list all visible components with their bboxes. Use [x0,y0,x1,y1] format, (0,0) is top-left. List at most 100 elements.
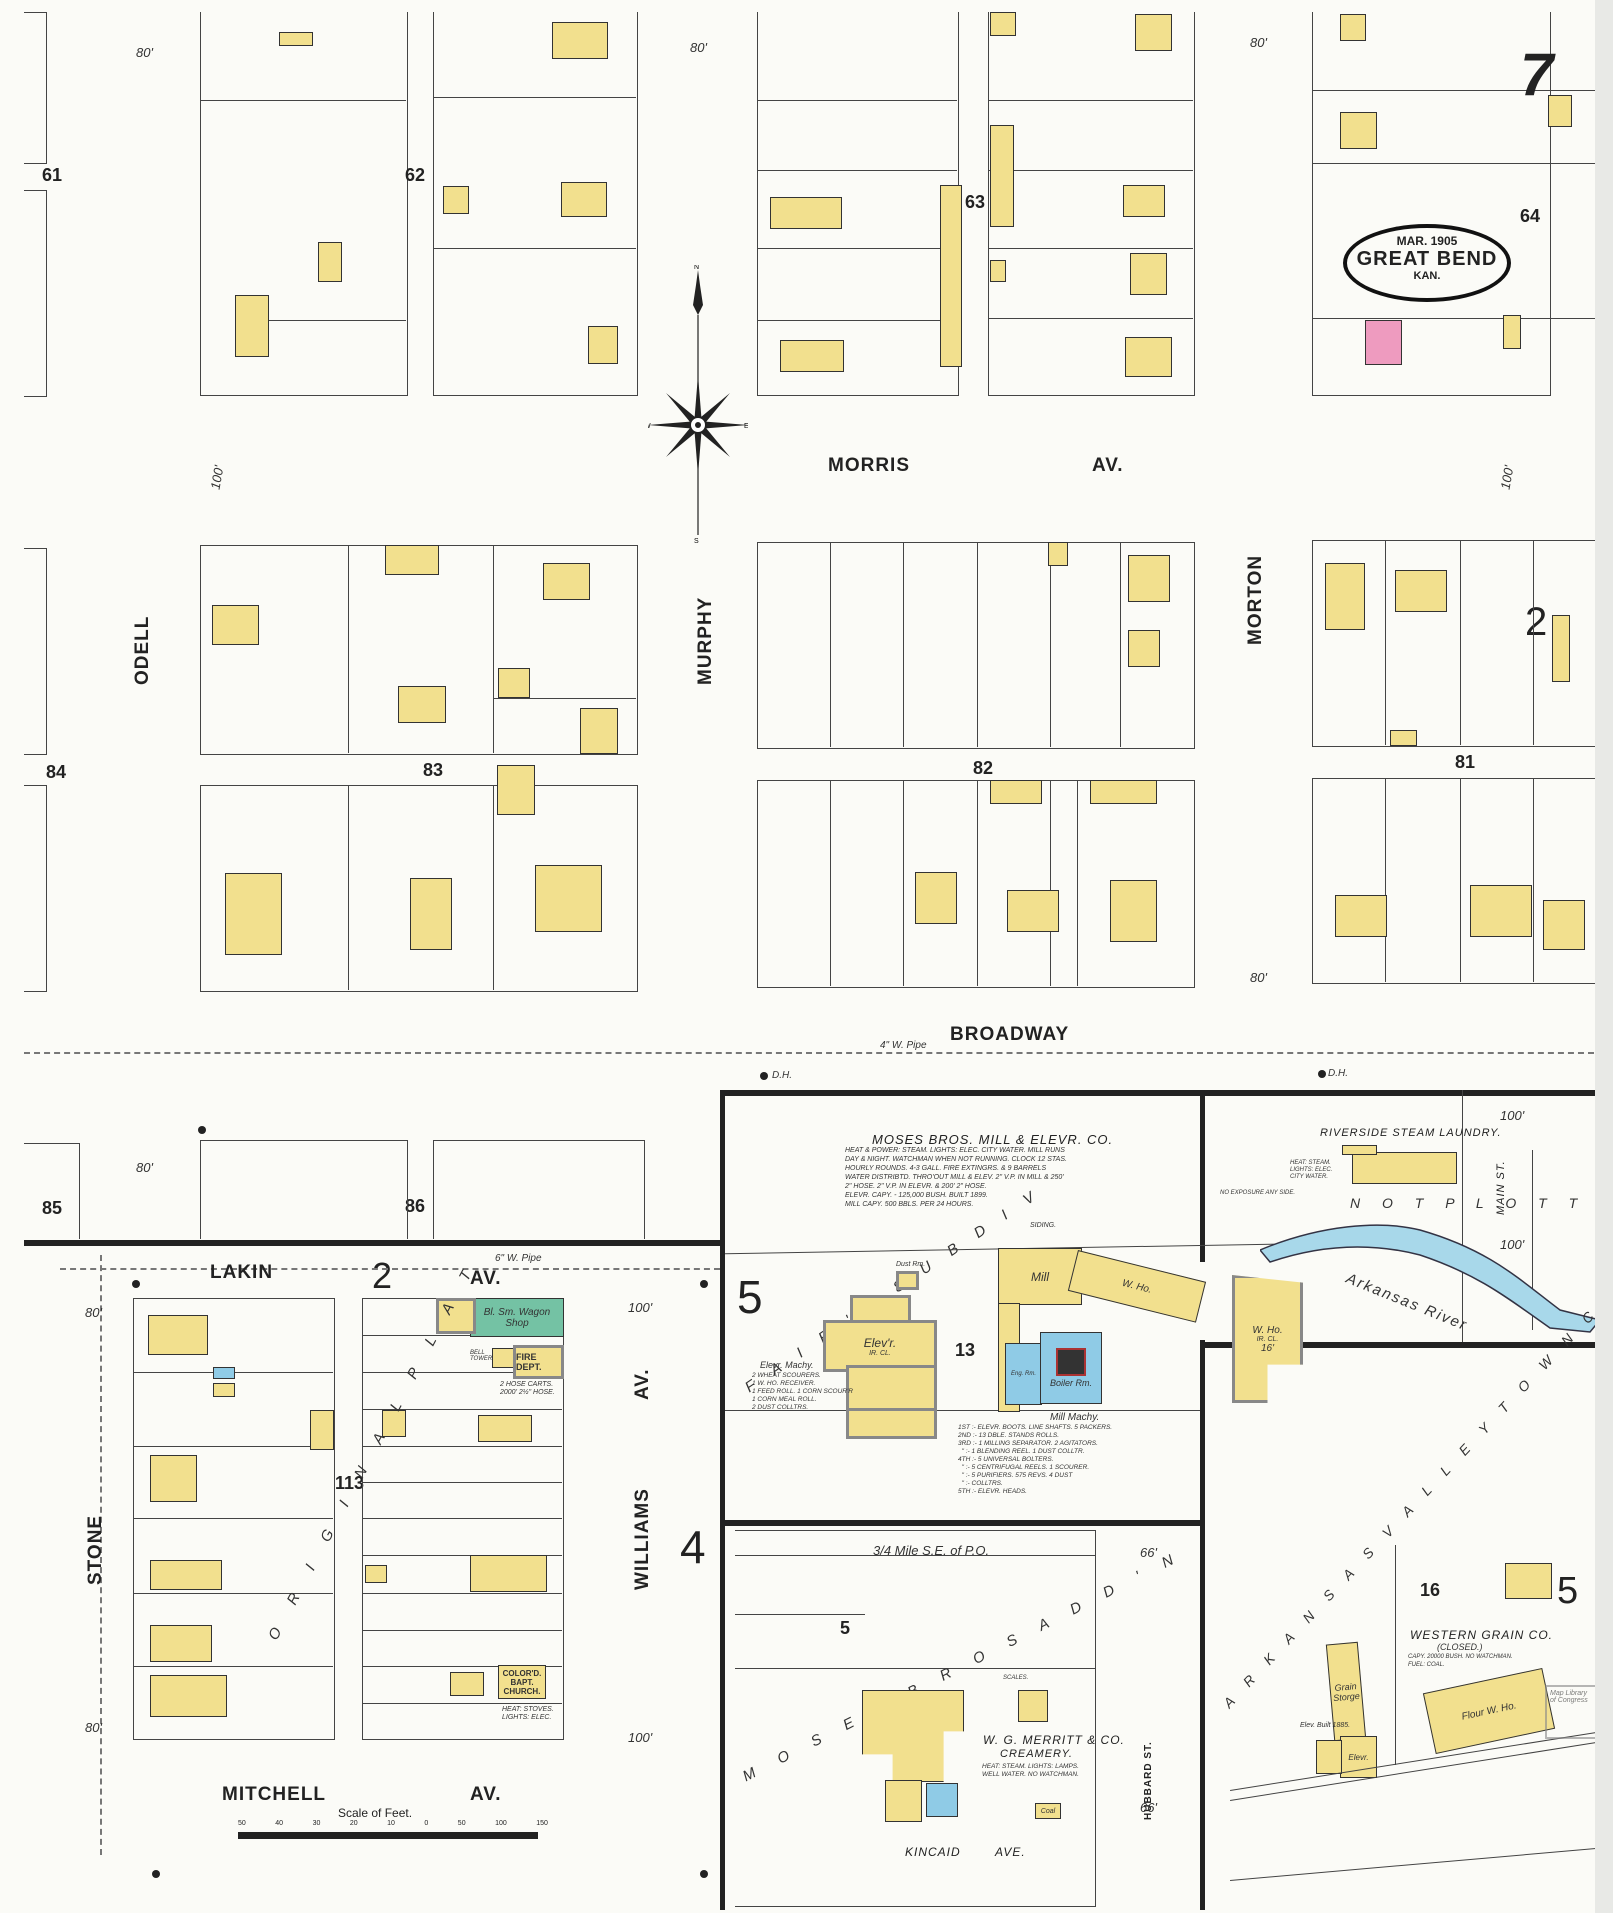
dwelling [1325,563,1365,630]
creamery-notes: Heat: Steam. Lights: Lamps. Well Water. … [982,1763,1079,1778]
dwelling [580,708,618,754]
block-61 [200,12,408,396]
dwelling [1007,890,1059,932]
shed [1503,315,1521,349]
shed [497,765,535,815]
block-81-south [1312,778,1596,984]
street-kincaid: KINCAID [905,1845,961,1859]
dwelling [279,32,313,46]
dimension-label: 80' [690,40,707,55]
dwelling [1335,895,1387,937]
creamery-block [735,1530,1096,1907]
dwelling [225,873,282,955]
dwelling [150,1455,197,1502]
dwelling [535,865,602,932]
block-number: 81 [1455,752,1476,772]
dimension-label: 100' [628,1730,653,1745]
sheet-ref: 5 [737,1271,763,1323]
main-street-line [1462,1090,1463,1342]
bell-tower [492,1348,514,1368]
laundry-building [1352,1152,1457,1184]
shed [990,780,1042,804]
street-williams: WILLIAMS [632,1488,653,1590]
boiler-room-label: Boiler Rm. [1049,1378,1092,1388]
title-cartouche: MAR. 1905 GREAT BEND KAN. [1343,224,1511,302]
sheet-ref: 4 [680,1521,706,1573]
map-date: MAR. 1905 [1396,234,1458,248]
blacksmith-wagon-shop: Bl. Sm. Wagon Shop [470,1298,564,1337]
scales-label: SCALES. [1003,1675,1029,1681]
bell-tower-label: BELL TOWER [470,1350,493,1362]
dust-room-label: Dust Rm. [896,1261,926,1268]
street-main: MAIN ST. [1495,1160,1507,1215]
mill-building: Mill [998,1248,1082,1305]
boiler-icon [1056,1348,1086,1376]
water-pipe-lakin [60,1268,720,1270]
elev-built-label: Elev. Built 1885. [1300,1722,1351,1729]
block-number: 62 [405,165,426,185]
hydrant-icon [700,1280,708,1288]
dwelling [561,182,607,217]
hydrant-icon [760,1072,768,1080]
shed [990,125,1014,227]
arkansas-river [1260,1224,1600,1333]
shed [498,668,530,698]
siding-track [1230,1847,1599,1881]
street-morris: MORRIS [828,455,910,476]
block-82-north [757,542,1195,749]
pipe-label: 6" W. Pipe [495,1253,542,1264]
fire-dept-notes: 2 HOSE CARTS. 2000' 2½" HOSE. [500,1381,555,1396]
svg-text:E: E [744,423,748,430]
elevator-machy-title: Elevr. Machy. [760,1360,814,1370]
boundary-right [1200,1342,1595,1348]
dwelling [150,1625,212,1662]
shed [990,12,1016,36]
dwelling [1018,1690,1048,1722]
not-plotted-label: N O T P L O T T E D [1350,1195,1613,1211]
compass-rose-icon: N W E S [648,265,748,545]
dimension-label: 80' [136,1160,153,1175]
church-notes: HEAT: STOVES. LIGHTS: ELEC. [502,1706,554,1721]
shed [385,545,439,575]
dwelling [1135,14,1172,51]
shed [1048,542,1068,566]
sheet-ref: 2 [372,1255,393,1296]
mill-boundary-top [720,1090,1595,1096]
block-number: 113 [335,1473,365,1493]
mill-label: Mill [1031,1269,1049,1284]
dwelling [1340,112,1377,149]
dwelling [213,1383,235,1397]
north-arrow-line [1532,1150,1533,1330]
moses-mill-notes: Heat & Power: Steam. Lights: Elec. City … [845,1147,1067,1208]
city-name: GREAT BEND [1356,248,1498,270]
block-number: 83 [423,760,444,780]
block-13: 13 [955,1340,976,1360]
shed [1390,730,1417,746]
dwelling [915,872,957,924]
dwelling [1395,570,1447,612]
dwelling [365,1565,387,1583]
block-82-south [757,780,1195,988]
dwelling [1552,615,1570,682]
block-113-west [133,1298,335,1740]
street-morton: MORTON [1245,554,1266,645]
mill-machy-title: Mill Machy. [1050,1412,1100,1423]
block-number: 64 [1520,206,1541,226]
svg-text:N: N [694,265,699,271]
elevator-label: Elev'r. [863,1335,897,1350]
library-of-congress-stamp: Map Library of Congress [1545,1685,1599,1739]
dwelling [1128,555,1170,602]
street-morris-av: AV. [1092,455,1124,476]
boiler-room: Boiler Rm. [1040,1332,1102,1404]
fire-dept-building: FIRE DEPT. [513,1345,564,1379]
shed [310,1410,334,1450]
block-number: 86 [405,1196,426,1216]
creamery-title: W. G. Merritt & Co. [983,1733,1125,1747]
street-williams-av: AV. [632,1368,653,1400]
street-broadway: BROADWAY [950,1024,1070,1045]
block-84-edge [24,548,47,755]
shed [398,686,446,723]
western-grain-notes: Capy. 20000 Bush. No Watchman. Fuel: Coa… [1408,1654,1513,1668]
dwelling [1340,14,1366,41]
engine-room: Eng. Rm. [1005,1343,1042,1405]
